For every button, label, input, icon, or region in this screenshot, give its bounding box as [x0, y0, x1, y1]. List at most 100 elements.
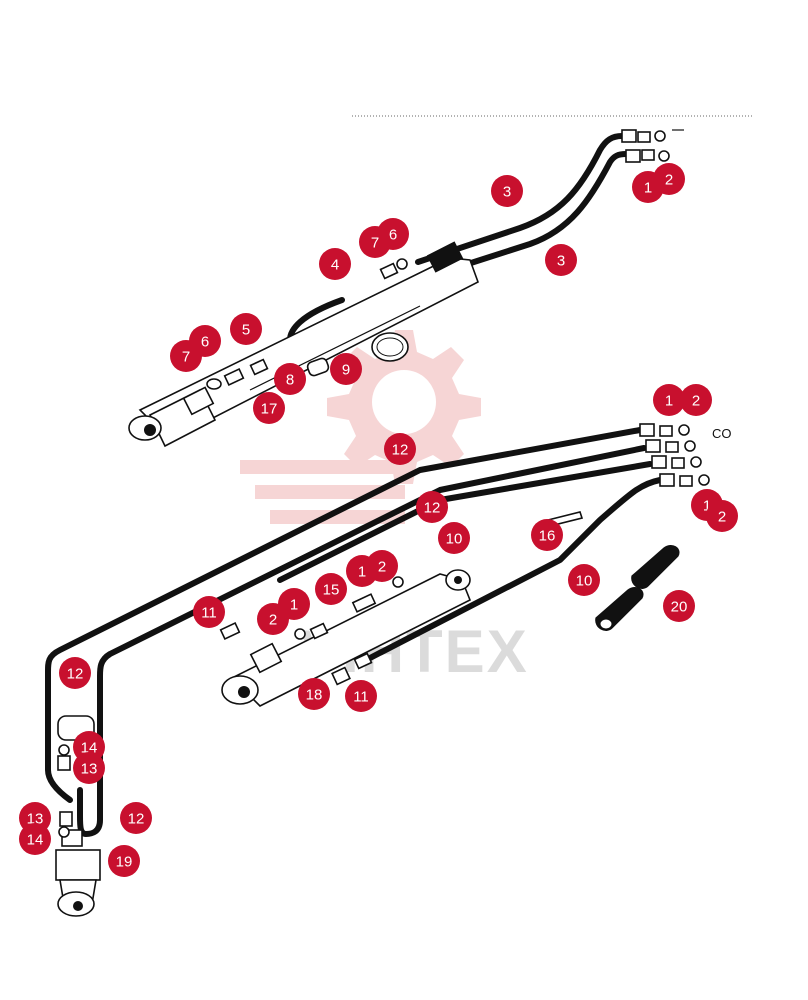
callout-badge: [416, 491, 448, 523]
callout-10: 10: [568, 564, 600, 596]
callout-16: 16: [531, 519, 563, 551]
callout-14: 14: [19, 823, 51, 855]
callout-badge: [298, 678, 330, 710]
callout-label: 12: [128, 811, 145, 828]
hose-10b: [367, 477, 663, 661]
callout-label: 8: [286, 372, 294, 389]
o-ring-15-2: [392, 576, 404, 588]
callout-3: 3: [491, 175, 523, 207]
callout-label: 10: [446, 531, 463, 548]
callout-badge: [359, 226, 391, 258]
callout-label: 20: [671, 599, 688, 616]
callout-label: 2: [718, 509, 726, 526]
callout-label: 18: [306, 687, 323, 704]
callout-label: 16: [539, 528, 556, 545]
fitting-middle-1: [309, 622, 329, 640]
callout-label: 11: [353, 689, 369, 706]
middle-cylinder: [221, 569, 472, 707]
callout-label: 17: [261, 401, 278, 418]
callout-label: 6: [389, 227, 397, 244]
callout-badge: [108, 845, 140, 877]
hose-12a: [45, 427, 643, 803]
callout-label: 4: [331, 257, 339, 274]
callout-13: 13: [73, 752, 105, 784]
callout-label: 9: [342, 362, 350, 379]
callout-badge: [384, 433, 416, 465]
callout-11: 11: [345, 680, 377, 712]
callout-label: 12: [67, 666, 84, 683]
callout-badge: [315, 573, 347, 605]
callout-badge: [230, 313, 262, 345]
callout-label: 7: [182, 349, 190, 366]
callout-badge: [193, 596, 225, 628]
callout-2: 2: [366, 550, 398, 582]
callout-12: 12: [384, 433, 416, 465]
callout-badge: [73, 752, 105, 784]
callout-badge: [253, 392, 285, 424]
callout-badge: [120, 802, 152, 834]
hose-3b: [415, 151, 629, 283]
callout-label: 2: [692, 393, 700, 410]
callout-12: 12: [59, 657, 91, 689]
callout-label: 13: [27, 811, 44, 828]
callout-label: 2: [269, 612, 277, 629]
callout-label: 11: [201, 605, 217, 622]
fitting-13b: [59, 811, 73, 827]
callout-badge: [319, 248, 351, 280]
callout-7: 7: [359, 226, 391, 258]
callout-7: 7: [170, 340, 202, 372]
callout-label: 13: [81, 761, 98, 778]
fittings-top-right: [621, 129, 684, 163]
callout-2: 2: [706, 500, 738, 532]
fitting-5: [249, 358, 269, 376]
fitting-11b: [331, 666, 351, 686]
callout-label: 10: [576, 573, 593, 590]
callout-label: 1: [665, 393, 673, 410]
fitting-15: [351, 593, 377, 613]
callout-label: 3: [503, 184, 511, 201]
callout-label: 7: [371, 235, 379, 252]
callout-8: 8: [274, 363, 306, 395]
callout-badge: [170, 340, 202, 372]
callout-badge: [531, 519, 563, 551]
callout-badge: [257, 603, 289, 635]
callout-label: 5: [242, 322, 250, 339]
callout-badge: [653, 384, 685, 416]
callout-label: 12: [424, 500, 441, 517]
callout-20: 20: [663, 590, 695, 622]
callout-2: 2: [257, 603, 289, 635]
callout-badge: [366, 550, 398, 582]
upper-assembly: [128, 129, 684, 448]
callout-badge: [491, 175, 523, 207]
callout-badge: [330, 353, 362, 385]
callout-label: 1: [290, 597, 298, 614]
callout-19: 19: [108, 845, 140, 877]
callout-badge: [274, 363, 306, 395]
callout-label: 2: [665, 172, 673, 189]
hose-3a: [415, 133, 625, 265]
callout-badge: [680, 384, 712, 416]
callout-18: 18: [298, 678, 330, 710]
callout-label: 1: [358, 564, 366, 581]
callout-label: 14: [81, 740, 98, 757]
o-ring-14b: [58, 826, 70, 838]
callout-2: 2: [653, 163, 685, 195]
clamp-9: [371, 332, 409, 362]
callout-9: 9: [330, 353, 362, 385]
callout-label: 1: [644, 180, 652, 197]
callout-1: 1: [653, 384, 685, 416]
callout-label: 14: [27, 832, 44, 849]
hose-12b: [77, 445, 647, 837]
callout-badge: [345, 680, 377, 712]
callout-badge: [706, 500, 738, 532]
callout-4: 4: [319, 248, 351, 280]
callout-badge: [19, 823, 51, 855]
callout-badge: [568, 564, 600, 596]
callout-badge: [438, 522, 470, 554]
o-ring-top-7: [396, 258, 408, 270]
fitting-13a: [57, 755, 71, 771]
callout-label: 12: [392, 442, 409, 459]
callout-label: 3: [557, 253, 565, 270]
